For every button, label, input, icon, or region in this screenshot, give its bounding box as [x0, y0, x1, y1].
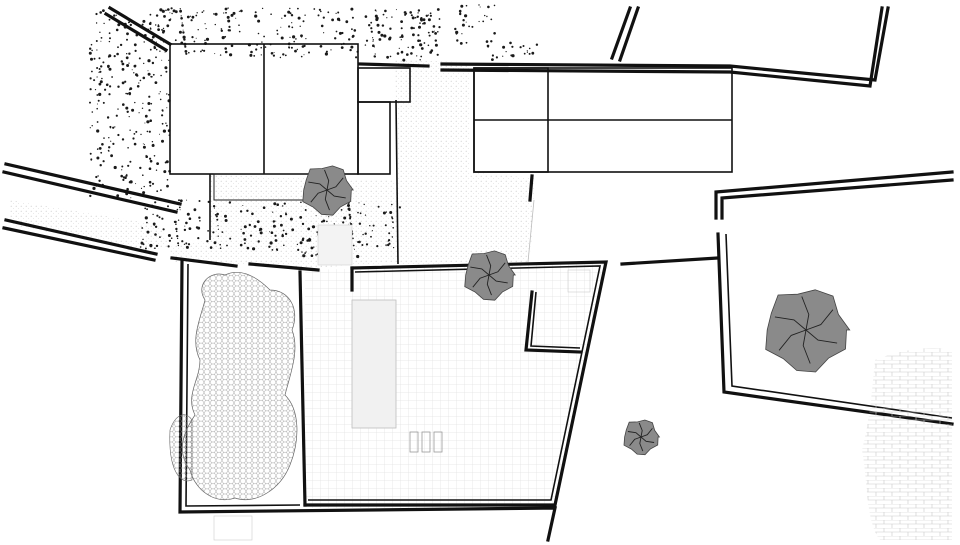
main-house-roof: [169, 43, 411, 201]
tree-courtyard: [302, 165, 354, 216]
annex-roof: [473, 67, 733, 173]
stone-pattern-east: [862, 348, 952, 540]
garden-benches: [213, 269, 591, 541]
tree-south-lawn: [623, 419, 661, 456]
terrace-paving: [10, 60, 605, 508]
tree-east-field: [765, 289, 851, 373]
pool: [317, 224, 397, 429]
tree-garden-gate: [464, 250, 516, 301]
hedge-strip: [169, 271, 298, 500]
